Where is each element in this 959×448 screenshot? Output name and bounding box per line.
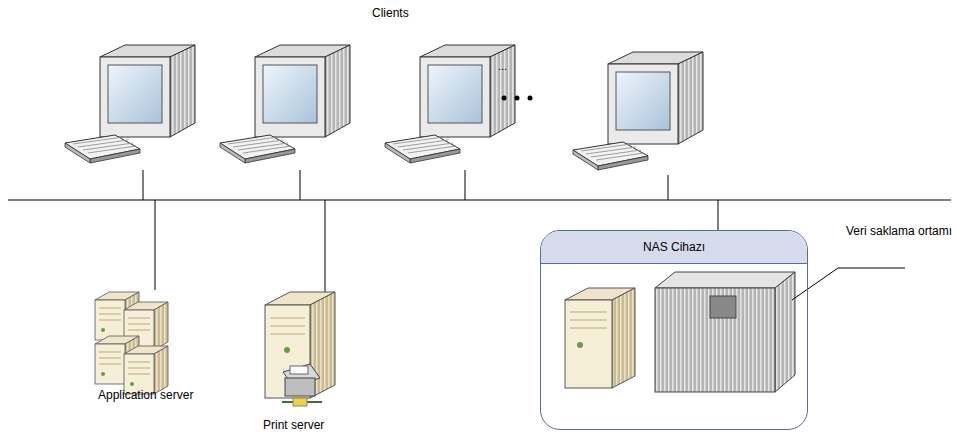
server-label: Print server bbox=[263, 418, 324, 432]
server-label: Application server bbox=[98, 388, 193, 402]
box-heading: NAS Cihazı bbox=[541, 231, 807, 264]
ellipsis-label: ... bbox=[498, 60, 507, 72]
nas-device-box: NAS Cihazı bbox=[540, 230, 808, 430]
callout-label: Veri saklama ortamı bbox=[842, 220, 956, 242]
group-label: Clients bbox=[372, 6, 409, 20]
